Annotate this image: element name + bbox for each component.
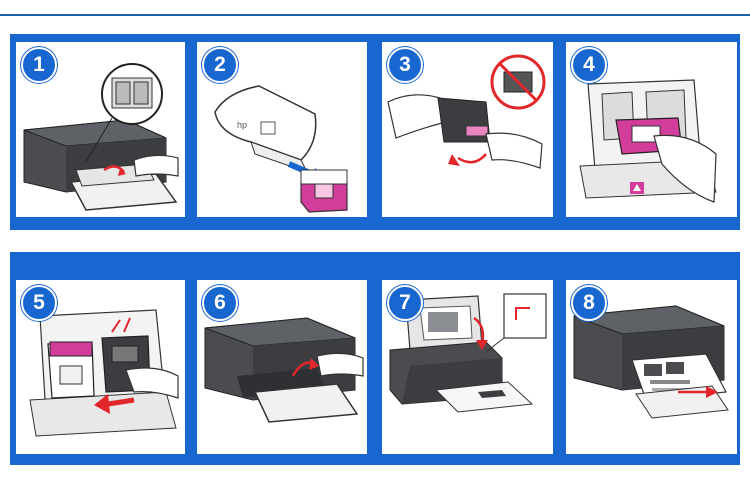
- step-number-badge: 4: [571, 47, 607, 83]
- print-alignment-page-icon: [573, 305, 729, 419]
- step-number-badge: 3: [387, 47, 423, 83]
- step-panel-1: 1: [16, 42, 185, 217]
- step-number-badge: 2: [202, 47, 238, 83]
- step-panel-5: 5: [16, 280, 185, 454]
- step-number-badge: 5: [21, 285, 57, 321]
- cartridge-unwrap-icon: hp: [214, 85, 348, 213]
- step-panel-4: 4: [566, 42, 737, 217]
- top-divider: [0, 14, 750, 16]
- printer-open-access-door-icon: [23, 63, 179, 211]
- step-number-badge: 1: [21, 47, 57, 83]
- close-access-door-icon: [204, 317, 364, 423]
- step-number-badge: 7: [387, 285, 423, 321]
- step-panel-3: 3: [382, 42, 553, 217]
- remove-tape-icon: [387, 54, 546, 169]
- step-panel-8: 8: [566, 280, 737, 454]
- step-panel-2: 2 hp: [197, 42, 367, 217]
- scan-alignment-page-icon: [389, 293, 547, 413]
- insert-black-cartridge-icon: [29, 309, 179, 437]
- step-panel-6: 6: [197, 280, 367, 454]
- step-number-badge: 6: [202, 285, 238, 321]
- step-panel-7: 7: [382, 280, 553, 454]
- insert-color-cartridge-icon: [579, 79, 717, 203]
- step-number-badge: 8: [571, 285, 607, 321]
- svg-text:hp: hp: [237, 120, 247, 130]
